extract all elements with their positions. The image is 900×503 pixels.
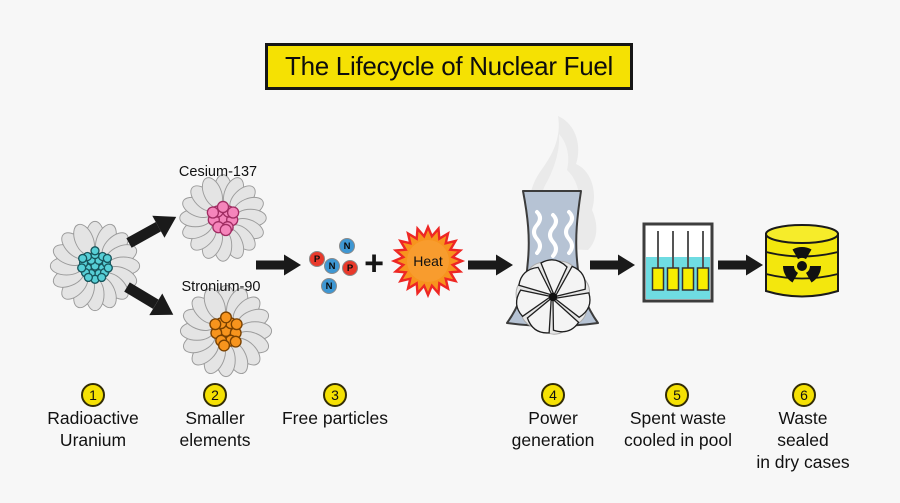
neutron-particle: N: [324, 258, 340, 274]
step-5-label: Spent waste cooled in pool: [624, 408, 732, 450]
diagram-title: The Lifecycle of Nuclear Fuel: [265, 43, 633, 90]
step-5-badge: 5: [665, 383, 689, 407]
neutron-particle: N: [339, 238, 355, 254]
neutron-particle: N: [321, 278, 337, 294]
step-3-label: Free particles: [281, 408, 389, 428]
step-6-label: Waste sealed in dry cases: [756, 408, 850, 472]
fuel-rods: [651, 267, 710, 291]
step-4-badge: 4: [541, 383, 565, 407]
spent-fuel-pool: [642, 222, 714, 303]
step-2-badge: 2: [203, 383, 227, 407]
rod-hangers: [657, 231, 704, 269]
heat-burst-icon: [390, 223, 466, 299]
waste-barrel-icon: [765, 224, 839, 298]
step-3-badge: 3: [323, 383, 347, 407]
proton-particle: P: [309, 251, 325, 267]
radiation-trefoil-icon: [783, 247, 821, 283]
step-6-badge: 6: [792, 383, 816, 407]
strontium-label: Stronium-90: [181, 279, 261, 295]
fission-arrow-up: [122, 205, 183, 255]
step-1-label: Radioactive Uranium: [47, 408, 139, 450]
plus-sign: +: [364, 244, 384, 283]
cesium-label: Cesium-137: [178, 164, 258, 180]
flow-arrow-4: [718, 254, 763, 276]
steam-squiggles: [532, 210, 574, 258]
step-4-label: Power generation: [511, 408, 595, 450]
cesium-atom-icon: [180, 175, 267, 262]
step-2-label: Smaller elements: [179, 408, 251, 450]
flow-arrow-1: [256, 254, 301, 276]
turbine-fan-icon: [515, 259, 591, 335]
flow-arrow-3: [590, 254, 635, 276]
flow-arrow-2: [468, 254, 513, 276]
heat-label: Heat: [413, 253, 443, 269]
uranium-atom-icon: [50, 221, 139, 310]
proton-particle: P: [342, 260, 358, 276]
cooling-tower-icon: [506, 190, 599, 335]
step-1-badge: 1: [81, 383, 105, 407]
fission-arrow-down: [120, 276, 180, 326]
strontium-atom-icon: [180, 285, 271, 376]
